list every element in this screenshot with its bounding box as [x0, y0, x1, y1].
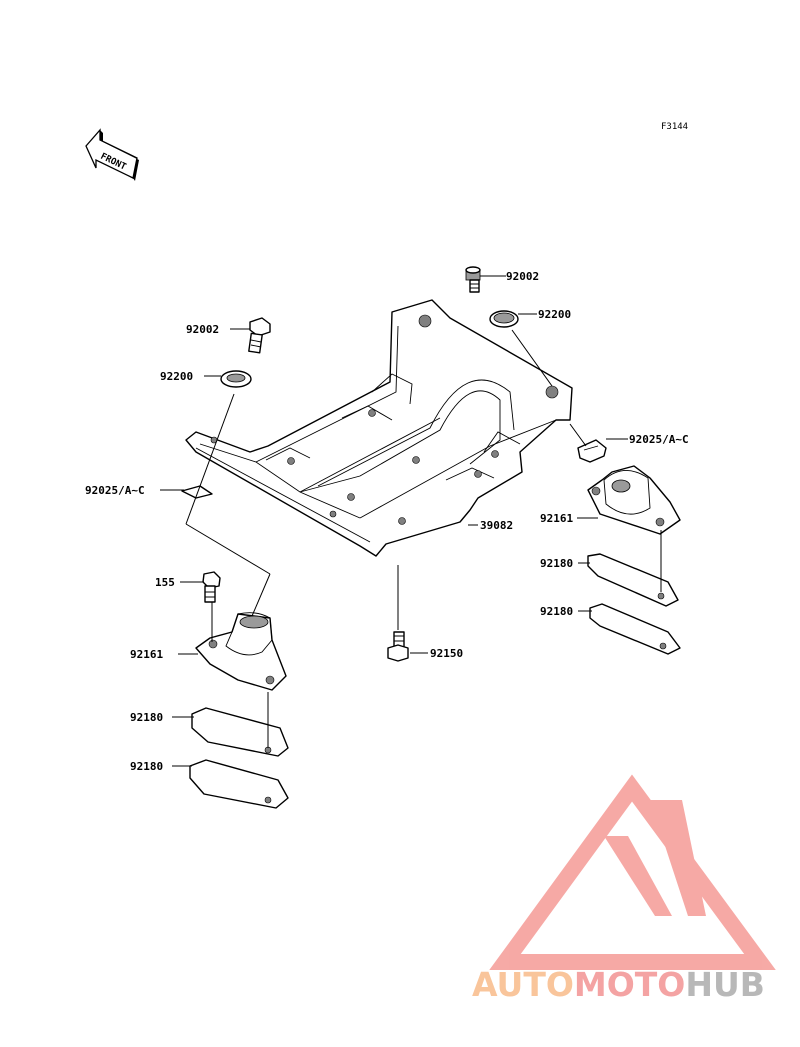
label-92180-right-2: 92180	[540, 605, 573, 618]
bolt-92002-top-right	[465, 266, 481, 293]
watermark-logo-icon	[489, 774, 776, 970]
watermark-auto: AUTO	[472, 965, 574, 1004]
watermark-moto: MOTO	[574, 965, 685, 1004]
washer-92200-left	[220, 370, 252, 388]
label-92002-top-right: 92002	[506, 270, 539, 283]
washer-92200-top-right	[489, 310, 519, 328]
shim-92180-left-1	[191, 707, 289, 757]
bolt-92002-left	[248, 317, 271, 354]
figure-code: F3144	[661, 122, 688, 132]
clip-92025-left	[181, 485, 213, 499]
engine-bracket-39082	[185, 299, 573, 557]
label-92200-top-right: 92200	[538, 308, 571, 321]
bolt-155	[202, 571, 221, 603]
label-92025-left: 92025/A~C	[85, 484, 145, 497]
shim-92180-right-2	[589, 603, 681, 655]
label-92180-right-1: 92180	[540, 557, 573, 570]
label-92150: 92150	[430, 647, 463, 660]
label-92161-right: 92161	[540, 512, 573, 525]
leader-lines	[160, 275, 662, 767]
shim-92180-right-1	[587, 553, 679, 607]
shim-92180-left-2	[189, 759, 289, 809]
front-arrow-icon: FRONT	[85, 128, 139, 181]
watermark-text: AUTOMOTOHUB	[472, 965, 765, 1004]
label-92002-left: 92002	[186, 323, 219, 336]
label-92180-left-1: 92180	[130, 711, 163, 724]
clip-92025-right	[577, 439, 607, 463]
engine-mount-92161-right	[587, 465, 681, 535]
label-92161-left: 92161	[130, 648, 163, 661]
label-92180-left-2: 92180	[130, 760, 163, 773]
label-92025-right: 92025/A~C	[629, 433, 689, 446]
label-155: 155	[155, 576, 175, 589]
bolt-92150	[387, 631, 409, 662]
engine-mount-92161-left	[195, 612, 287, 691]
watermark-hub: HUB	[685, 965, 765, 1004]
label-92200-left: 92200	[160, 370, 193, 383]
label-39082: 39082	[480, 519, 513, 532]
